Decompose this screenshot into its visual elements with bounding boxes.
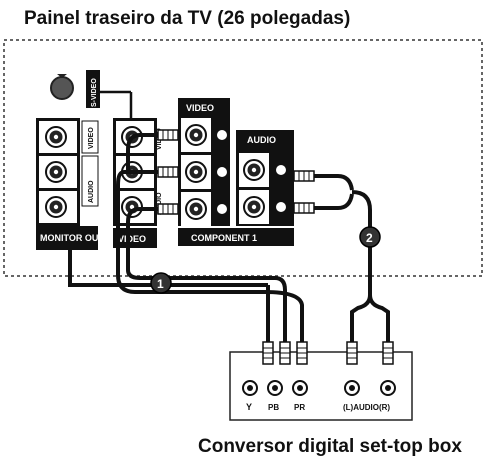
stb-jack-pb — [267, 380, 283, 396]
s-video-label: S-VIDEO — [91, 78, 98, 107]
av-in-audio-l-jack — [45, 161, 67, 183]
component-label-box — [178, 228, 294, 246]
stb-plug-y — [262, 341, 274, 365]
s-video-jack — [50, 74, 74, 100]
tv-panel-title: Painel traseiro da TV (26 polegadas) — [24, 8, 351, 29]
cable-1-plug-pr — [157, 203, 179, 215]
stb-plug-audio-r — [382, 341, 394, 365]
stb-jack-y — [242, 380, 258, 396]
set-top-box-title: Conversor digital set-top box — [198, 436, 462, 457]
stb-plug-pr — [296, 341, 308, 365]
av-in-audio-label: AUDIO — [88, 180, 95, 203]
cable-1-number: 1 — [157, 277, 164, 291]
monitor-out-label: MONITOR OUT — [40, 233, 104, 243]
video-group-label: VIDEO — [186, 103, 214, 113]
cable-1-plug-y — [157, 129, 179, 141]
stb-plug-pb — [279, 341, 291, 365]
cable-1-badge — [150, 272, 172, 294]
s-video-label-box — [86, 70, 100, 108]
cable-2-plug-l — [293, 170, 315, 182]
tv-panel-outline — [3, 39, 483, 277]
stb-plug-audio-l — [346, 341, 358, 365]
cable-2 — [296, 174, 390, 345]
component-audio-r-jack — [243, 196, 265, 218]
audio-group-label: AUDIO — [247, 135, 276, 145]
monitor-out-label-box — [36, 226, 98, 250]
component-audio-l-jack — [243, 159, 265, 181]
stb-label-y: Y — [246, 402, 252, 412]
stb-label-pr: PR — [294, 403, 305, 412]
stb-jack-audio-l — [344, 380, 360, 396]
cable-2-plug-r — [293, 202, 315, 214]
stb-jack-audio-r — [380, 380, 396, 396]
stb-label-audio: (L)AUDIO(R) — [343, 403, 390, 412]
cable-2-badge — [359, 226, 381, 248]
av-in-audio-r-jack — [45, 196, 67, 218]
av-in-video-label: VIDEO — [88, 127, 95, 149]
av-in-video-jack — [45, 126, 67, 148]
component-pr-jack — [185, 198, 207, 220]
cable-2-number: 2 — [366, 231, 373, 245]
stb-jack-pr — [292, 380, 308, 396]
component-pb-jack — [185, 161, 207, 183]
cable-1-plug-pb — [157, 166, 179, 178]
video-block-label: VIDEO — [118, 234, 146, 244]
video-group-label-box — [178, 98, 230, 116]
stb-label-pb: PB — [268, 403, 279, 412]
video-block-label-box — [113, 228, 157, 248]
component-y-jack — [185, 124, 207, 146]
audio-group-label-box — [236, 130, 294, 148]
component-label: COMPONENT 1 — [191, 233, 257, 243]
